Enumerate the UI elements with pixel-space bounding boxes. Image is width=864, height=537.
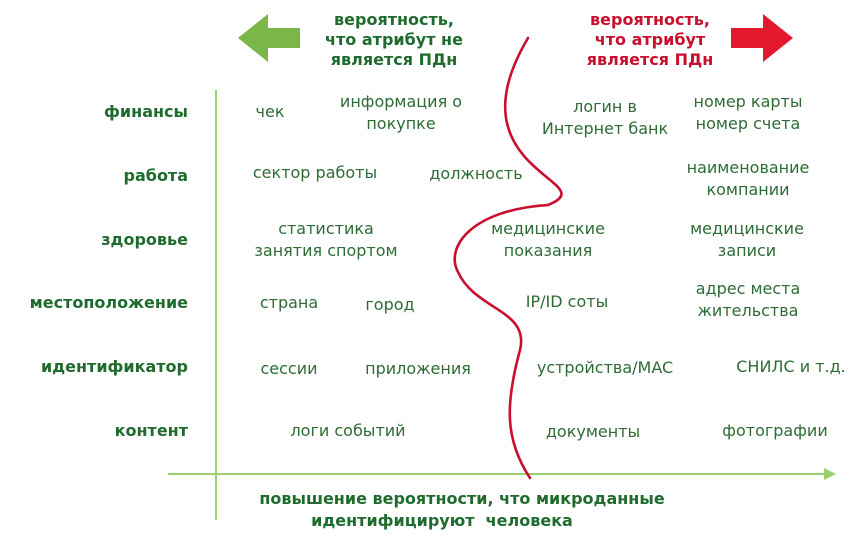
cell-finance-card: номер карты номер счета bbox=[694, 91, 803, 135]
divider-curve bbox=[453, 36, 563, 480]
cell-work-company: наименование компании bbox=[687, 157, 810, 201]
row-label-location: местоположение bbox=[29, 293, 188, 312]
header-not-pd: вероятность, что атрибут не является ПДн bbox=[284, 10, 504, 70]
cell-location-address: адрес места жительства bbox=[696, 278, 801, 322]
cell-id-snils: СНИЛС и т.д. bbox=[736, 357, 846, 376]
header-not-pd-line1: вероятность, bbox=[334, 10, 454, 29]
cell-line: адрес места bbox=[695, 279, 801, 298]
header-is-pd-line3: является ПДн bbox=[586, 50, 714, 69]
header-not-pd-line3: является ПДн bbox=[330, 50, 458, 69]
cell-line: занятия спортом bbox=[254, 241, 398, 260]
header-is-pd-line2: что атрибут bbox=[594, 30, 706, 49]
row-label-identifier: идентификатор bbox=[41, 357, 188, 376]
header-is-pd-line1: вероятность, bbox=[590, 10, 710, 29]
cell-work-sector: сектор работы bbox=[252, 163, 378, 182]
cell-line: Интернет банк bbox=[541, 119, 669, 138]
row-label-work: работа bbox=[123, 166, 188, 185]
cell-finance-check: чек bbox=[255, 102, 285, 121]
cell-location-city: город bbox=[365, 295, 415, 314]
x-axis-label: повышение вероятности, что микроданные и… bbox=[0, 488, 864, 532]
cell-line: компании bbox=[706, 180, 790, 199]
cell-line: логин в bbox=[573, 97, 637, 116]
cell-health-records: медицинские записи bbox=[690, 218, 804, 262]
row-label-finance: финансы bbox=[104, 102, 188, 121]
cell-health-stats: статистика занятия спортом bbox=[254, 218, 397, 262]
cell-content-docs: документы bbox=[545, 422, 641, 441]
cell-finance-purchase-info: информация о покупке bbox=[340, 91, 462, 135]
cell-work-position: должность bbox=[429, 164, 523, 183]
cell-health-indications: медицинские показания bbox=[491, 218, 605, 262]
cell-line: статистика bbox=[278, 219, 374, 238]
cell-line: медицинские bbox=[690, 219, 804, 238]
cell-line: жительства bbox=[697, 301, 799, 320]
cell-line: номер счета bbox=[695, 114, 801, 133]
cell-location-cell: IP/ID соты bbox=[525, 292, 609, 311]
cell-content-photos: фотографии bbox=[722, 421, 828, 440]
cell-line: номер карты bbox=[693, 92, 803, 111]
row-label-health: здоровье bbox=[101, 230, 188, 249]
cell-line: показания bbox=[503, 241, 593, 260]
x-axis-label-line2: идентифицируют человека bbox=[311, 511, 573, 530]
cell-location-country: страна bbox=[259, 293, 319, 312]
row-label-content: контент bbox=[114, 421, 188, 440]
header-is-pd: вероятность, что атрибут является ПДн bbox=[540, 10, 760, 70]
x-axis-arrowhead bbox=[824, 468, 836, 480]
cell-line: записи bbox=[717, 241, 777, 260]
cell-line: покупке bbox=[366, 114, 436, 133]
cell-id-devices: устройства/MAC bbox=[536, 358, 674, 377]
cell-id-apps: приложения bbox=[365, 359, 471, 378]
cell-line: наименование bbox=[686, 158, 810, 177]
cell-content-logs: логи событий bbox=[290, 421, 406, 440]
cell-line: информация о bbox=[339, 92, 463, 111]
cell-line: медицинские bbox=[491, 219, 605, 238]
x-axis-label-line1: повышение вероятности, что микроданные bbox=[259, 489, 665, 508]
arrow-right-icon bbox=[731, 14, 793, 62]
arrow-left-icon bbox=[238, 14, 300, 62]
header-not-pd-line2: что атрибут не bbox=[325, 30, 463, 49]
cell-finance-login: логин в Интернет банк bbox=[542, 96, 668, 140]
cell-id-sessions: сессии bbox=[260, 359, 318, 378]
